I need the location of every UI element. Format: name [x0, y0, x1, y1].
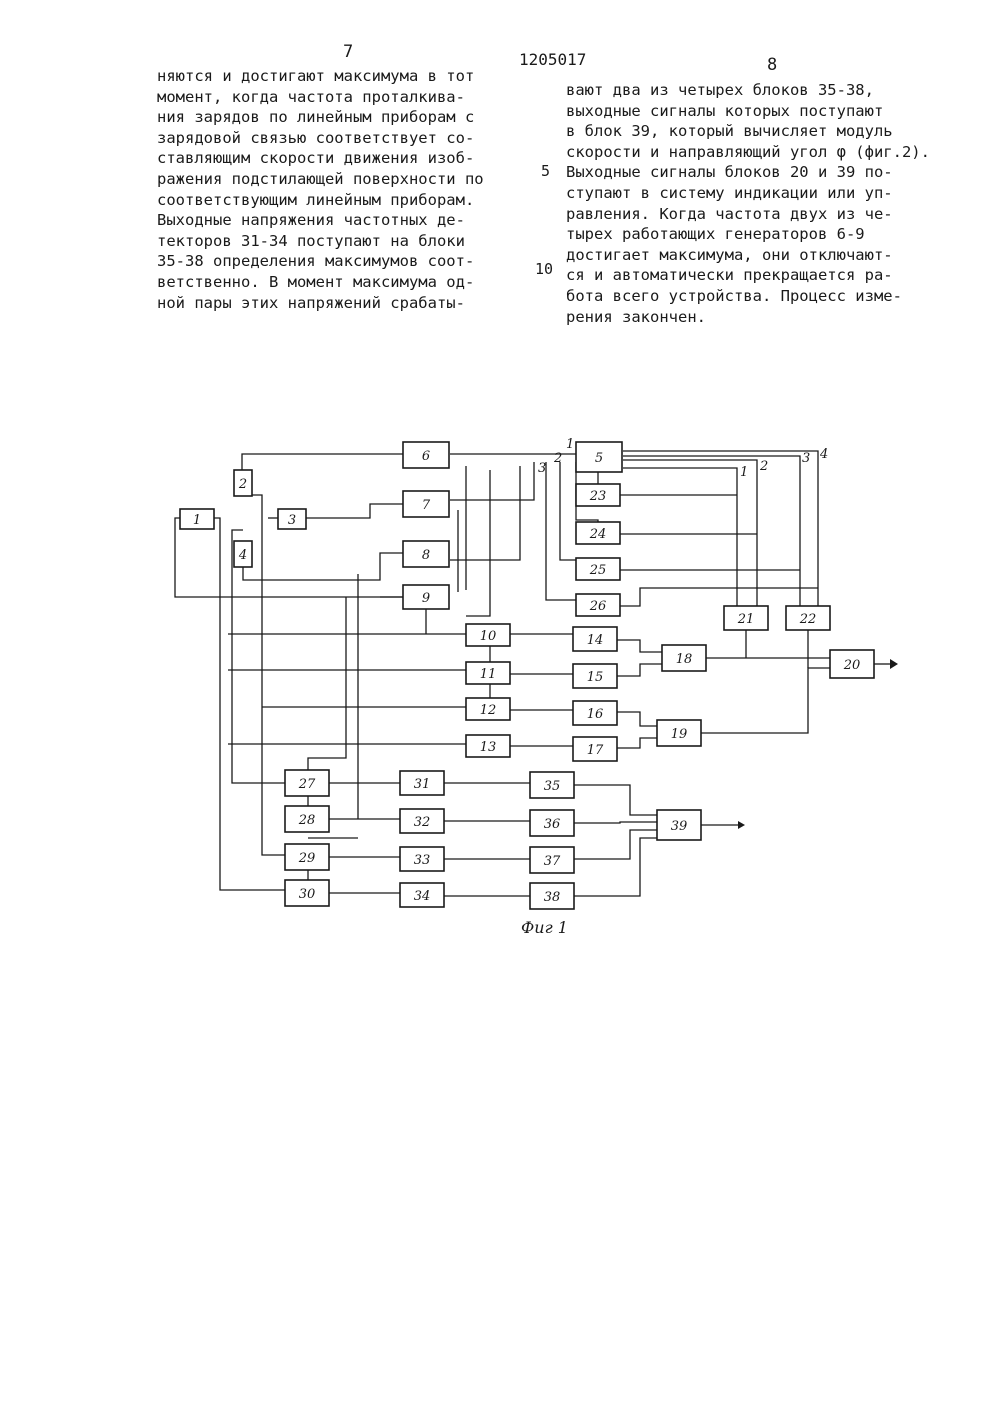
block-label: 31 — [414, 777, 431, 792]
block-label: 22 — [799, 612, 817, 627]
block-23: 23 — [576, 484, 620, 506]
block-29: 29 — [285, 844, 329, 870]
wire-label: 2 — [553, 451, 562, 466]
block-35: 35 — [530, 772, 574, 798]
block-7: 7 — [403, 491, 449, 517]
block-label: 8 — [422, 548, 430, 563]
block-32: 32 — [400, 809, 444, 833]
block-28: 28 — [285, 806, 329, 832]
block-11: 11 — [466, 662, 510, 684]
wire-label: 1 — [740, 465, 748, 480]
block-label: 4 — [238, 548, 247, 563]
block-13: 13 — [466, 735, 510, 757]
block-18: 18 — [662, 645, 706, 671]
block-label: 18 — [676, 652, 693, 667]
wire-label: 1 — [566, 437, 574, 452]
block-label: 9 — [422, 591, 430, 606]
block-label: 39 — [671, 819, 688, 834]
block-20: 20 — [830, 650, 874, 678]
wire-label: 3 — [538, 461, 546, 476]
block-34: 34 — [400, 883, 444, 907]
block-16: 16 — [573, 701, 617, 725]
block-19: 19 — [657, 720, 701, 746]
block-4: 4 — [234, 541, 252, 567]
block-label: 1 — [193, 513, 201, 528]
block-label: 7 — [422, 498, 431, 513]
wire-label: 2 — [759, 459, 768, 474]
block-10: 10 — [466, 624, 510, 646]
block-37: 37 — [530, 847, 574, 873]
wire-label: 4 — [819, 447, 828, 462]
block-12: 12 — [466, 698, 510, 720]
block-8: 8 — [403, 541, 449, 567]
block-label: 32 — [414, 815, 431, 830]
block-30: 30 — [285, 880, 329, 906]
block-27: 27 — [285, 770, 329, 796]
block-label: 14 — [587, 633, 604, 648]
block-label: 27 — [298, 777, 316, 792]
block-label: 35 — [544, 779, 561, 794]
block-label: 36 — [544, 817, 561, 832]
block-label: 3 — [288, 513, 296, 528]
figure-caption: Фиг 1 — [521, 918, 568, 937]
block-label: 11 — [480, 667, 497, 682]
block-2: 2 — [234, 470, 252, 496]
block-label: 10 — [480, 629, 497, 644]
block-21: 21 — [724, 606, 768, 630]
block-label: 37 — [544, 854, 561, 869]
block-label: 23 — [589, 489, 607, 504]
block-3: 3 — [278, 509, 306, 529]
block-14: 14 — [573, 627, 617, 651]
block-17: 17 — [573, 737, 617, 761]
block-label: 2 — [238, 477, 247, 492]
block-label: 34 — [414, 889, 431, 904]
block-label: 30 — [299, 887, 316, 902]
block-label: 12 — [480, 703, 497, 718]
block-33: 33 — [400, 847, 444, 871]
block-9: 9 — [403, 585, 449, 609]
block-22: 22 — [786, 606, 830, 630]
block-label: 26 — [589, 599, 607, 614]
block-label: 21 — [737, 612, 755, 627]
block-label: 16 — [587, 707, 604, 722]
block-36: 36 — [530, 810, 574, 836]
block-25: 25 — [576, 558, 620, 580]
block-label: 13 — [480, 740, 497, 755]
block-26: 26 — [576, 594, 620, 616]
block-label: 5 — [595, 451, 603, 466]
block-31: 31 — [400, 771, 444, 795]
block-label: 33 — [414, 853, 431, 868]
block-39: 39 — [657, 810, 701, 840]
wire-label: 3 — [802, 451, 810, 466]
block-label: 17 — [587, 743, 604, 758]
block-15: 15 — [573, 664, 617, 688]
block-6: 6 — [403, 442, 449, 468]
block-label: 28 — [298, 813, 316, 828]
block-label: 25 — [589, 563, 607, 578]
block-24: 24 — [576, 522, 620, 544]
block-38: 38 — [530, 883, 574, 909]
block-5: 5 — [576, 442, 622, 472]
block-label: 15 — [587, 670, 604, 685]
block-1: 1 — [180, 509, 214, 529]
block-label: 29 — [298, 851, 316, 866]
block-label: 24 — [589, 527, 607, 542]
block-label: 20 — [843, 658, 861, 673]
block-label: 38 — [544, 890, 561, 905]
block-label: 19 — [671, 727, 688, 742]
block-label: 6 — [422, 449, 430, 464]
